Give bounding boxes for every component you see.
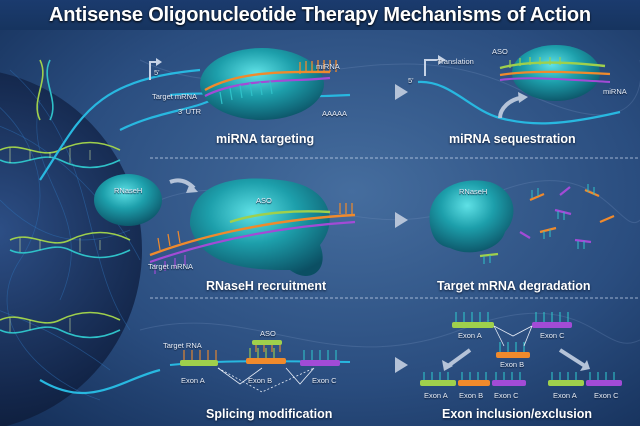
label-target-rna: Target RNA [163,341,202,350]
label-target-mrna-1: Target mRNA [152,92,198,101]
label-utr: 3' UTR [178,107,202,116]
degradation-scene [429,180,615,264]
label-exon-a-top: Exon A [458,331,482,340]
label-exon-b-left: Exon B [459,391,484,400]
rnaseh-protein-small [94,174,162,226]
title-bar: Antisense Oligonucleotide Therapy Mechan… [0,0,640,30]
heading-mirna-sequestration: miRNA sequestration [449,132,576,146]
splicing-scene [169,340,408,393]
aso-strand [252,340,282,345]
ago-protein [200,48,324,120]
label-aso-5: ASO [260,329,276,338]
rnaseh-protein-large [190,178,330,276]
page-title: Antisense Oligonucleotide Therapy Mechan… [49,3,591,26]
heading-target-degradation: Target mRNA degradation [437,279,591,293]
label-exon-c-left: Exon C [494,391,519,400]
label-mirna-2: miRNA [603,87,627,96]
label-exon-c-right: Exon C [594,391,619,400]
label-exon-b-5: Exon B [248,376,273,385]
label-exon-a-left: Exon A [424,391,448,400]
label-five-prime-1: 5' [154,68,160,77]
label-exon-c-5: Exon C [312,376,337,385]
mirna-sequestration-scene [417,45,621,125]
label-rnaseh-1: RNaseH [114,186,143,195]
label-rnaseh-2: RNaseH [459,187,488,196]
rnaseh-protein-degradation [429,180,514,253]
label-five-prime-2: 5' [408,76,414,85]
label-exon-c-top: Exon C [540,331,565,340]
label-target-mrna-3: Target mRNA [148,262,194,271]
label-polya: AAAAA [322,109,348,118]
heading-mirna-targeting: miRNA targeting [216,132,315,146]
heading-exon-inclusion: Exon inclusion/exclusion [442,407,593,421]
heading-rnaseh-recruitment: RNaseH recruitment [206,279,327,293]
exon-scene [420,312,622,386]
mirna-targeting-scene [149,48,408,120]
label-mirna-1: miRNA [316,62,340,71]
heading-splicing-modification: Splicing modification [206,407,333,421]
label-aso-2: ASO [492,47,508,56]
label-translation: Translation [437,57,474,66]
label-exon-a-5: Exon A [181,376,205,385]
rnaseh-recruitment-scene [94,174,408,276]
label-aso-3: ASO [256,196,272,205]
label-exon-b-mid: Exon B [500,360,525,369]
label-exon-a-right: Exon A [553,391,577,400]
